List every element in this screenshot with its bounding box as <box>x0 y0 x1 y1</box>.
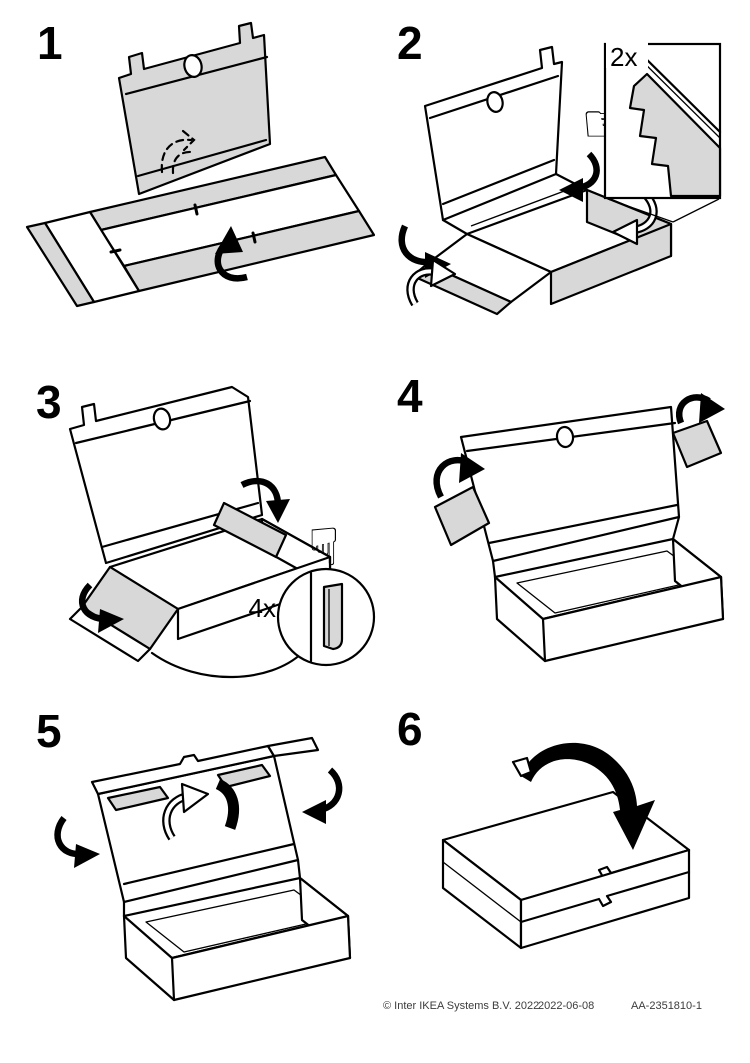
fold-arrow-icon <box>433 453 485 499</box>
tray <box>411 172 673 316</box>
lid-corner-tab <box>671 419 723 469</box>
lid-panel <box>90 736 320 904</box>
step-panel-3: 3 <box>8 365 378 705</box>
lid-panel <box>423 45 564 222</box>
step-number: 1 <box>37 17 63 69</box>
step-number: 2 <box>397 17 423 69</box>
lid-panel <box>459 405 681 563</box>
close-arrow-icon <box>511 742 655 850</box>
tray <box>68 501 332 663</box>
fold-arrow-icon <box>302 767 343 824</box>
lid-panel <box>117 21 272 196</box>
fold-arrow-icon <box>214 226 248 282</box>
fold-arrow-outline-icon <box>406 258 457 307</box>
flat-box-illustration <box>25 21 375 308</box>
step-number: 3 <box>36 376 62 428</box>
step-panel-4: 4 <box>375 365 740 705</box>
step-panel-2: 2 <box>375 12 740 352</box>
detail-leader-line <box>607 198 674 223</box>
repeat-count-badge: 2x <box>610 42 637 72</box>
fold-walls-illustration: ☞ 2x <box>398 42 722 316</box>
handle-hole <box>152 407 172 431</box>
fold-arrow-outline-icon <box>162 778 239 841</box>
fold-end-flaps-illustration: ☟ 4x <box>68 385 376 679</box>
footer-date: 2022-06-08 <box>538 1000 595 1012</box>
step-panel-1: 1 <box>15 12 375 352</box>
closed-box <box>441 790 691 950</box>
footer-copyright: © Inter IKEA Systems B.V. 2022 <box>383 1000 540 1012</box>
fold-lid-tabs-illustration <box>433 393 725 663</box>
fold-arrow-icon <box>240 477 290 523</box>
step-panel-6: 6 <box>375 698 740 1033</box>
fold-arrow-icon <box>676 393 725 425</box>
detail-inset-box: 2x <box>603 42 722 200</box>
step-number: 4 <box>397 370 423 422</box>
badge-backdrop <box>606 42 648 68</box>
flat-tray <box>25 155 375 308</box>
fold-lid-flaps-illustration <box>54 736 352 1002</box>
pointing-hand-icon: ☟ <box>308 518 340 578</box>
handle-hole <box>486 91 504 113</box>
footer-document-number: AA-2351810-1 <box>631 1000 702 1012</box>
close-lid-illustration <box>441 742 691 950</box>
fold-arrow-icon <box>559 151 600 202</box>
tray <box>122 858 352 1002</box>
detail-leader-line <box>672 198 720 223</box>
handle-hole <box>183 54 203 78</box>
step-number: 5 <box>36 705 62 757</box>
repeat-count-badge: 4x <box>249 593 276 623</box>
magnified-detail-circle <box>276 567 376 667</box>
fold-arrow-icon <box>54 816 100 868</box>
step-number: 6 <box>397 703 423 755</box>
lid-corner-tab <box>433 485 491 547</box>
step-panel-5: 5 <box>12 698 382 1033</box>
tray <box>491 515 725 663</box>
handle-hole <box>555 425 575 449</box>
dashed-fold-arrow-icon <box>160 129 196 175</box>
detail-leader-line <box>150 651 304 679</box>
fold-arrow-icon <box>78 582 124 633</box>
